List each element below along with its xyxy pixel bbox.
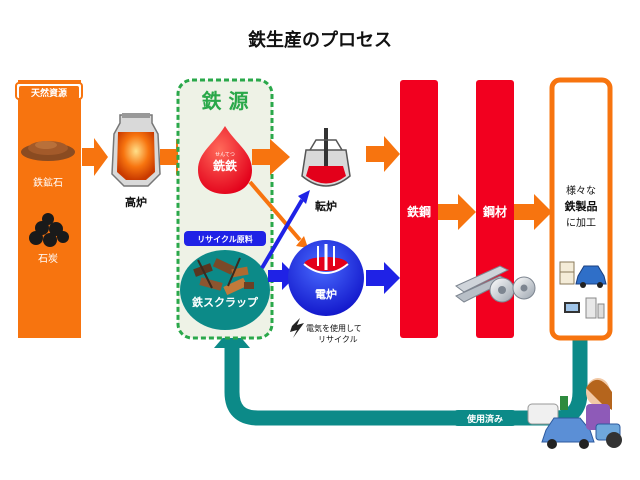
arrow-pig-iron-to-electric [248,180,302,242]
arrow-scrap-to-converter [260,198,304,270]
blast-furnace-icon [111,113,161,187]
iron-ore-icon [21,141,75,161]
blast-furnace-label: 高炉 [125,195,147,209]
electric-note-line2: リサイクル [318,335,358,344]
coal-icon [29,213,69,247]
scrap-pile-icon [193,257,254,296]
products-line1: 様々な [566,184,596,197]
steel-coil-beam-icon [455,265,536,303]
pig-iron-ruby: せんてつ [215,152,235,158]
electric-furnace-icon [288,240,364,316]
coal-label: 石炭 [38,253,58,265]
lightning-icon [290,318,304,338]
steel-column [400,80,438,338]
used-badge [450,410,520,426]
products-box: 様々な 鉄製品 に加工 [549,77,613,341]
natural-resources-label: 天然資源 [31,87,67,99]
arrow-converter-to-steel [366,136,400,172]
discarded-goods-icon [527,378,622,449]
arrow-pig-iron-to-converter [252,139,290,175]
recycle-return-loop [214,327,588,426]
iron-source-title: 鉄 源 [202,89,249,113]
appliance-icon [559,261,575,285]
scrap-label: 鉄スクラップ [192,295,259,309]
iron-source-panel: 鉄 源 せんてつ 銑鉄 リサイクル原料 鉄スクラップ [176,78,274,340]
arrow-steel-to-material [438,194,476,230]
products-line3: に加工 [566,217,596,229]
recycle-source-label: リサイクル原料 [197,234,253,244]
used-label: 使用済み [466,413,503,425]
converter-icon [301,128,351,187]
products-line2: 鉄製品 [565,199,598,213]
arrow-electric-to-steel [366,262,400,294]
electric-note-line1: 電気を使用して [306,323,362,333]
natural-resources-column: 天然資源 鉄鉱石 石炭 [15,80,83,338]
electric-furnace-label: 電炉 [315,287,337,301]
computer-icon [564,297,605,319]
steel-material-label: 鋼材 [482,204,507,219]
iron-ore-label: 鉄鉱石 [33,176,63,189]
car-icon [575,265,607,288]
arrow-to-blast-furnace [82,138,108,176]
arrow-material-to-products [514,194,552,230]
steel-label: 鉄鋼 [407,204,431,219]
converter-label: 転炉 [315,199,337,213]
molten-iron-drop-icon [198,126,252,194]
page-title: 鉄生産のプロセス [248,29,392,51]
pig-iron-label: 銑鉄 [212,158,237,173]
